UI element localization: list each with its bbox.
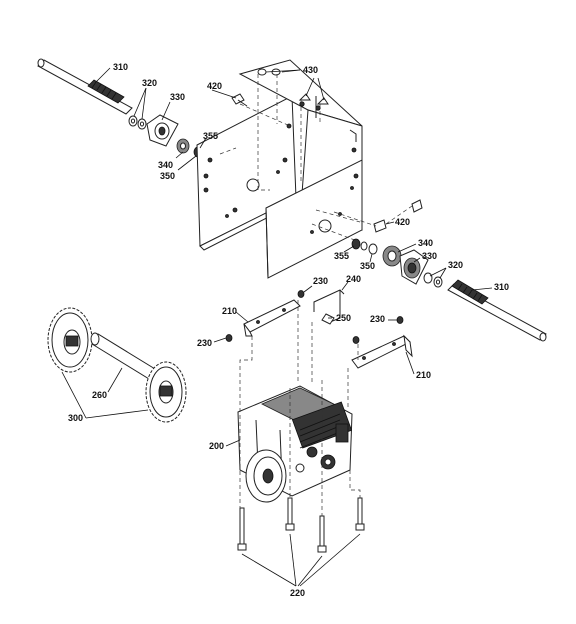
drive-gear-300-right: [145, 361, 187, 423]
callout-350-left: 350: [160, 171, 175, 181]
callout-420-left: 420: [207, 81, 222, 91]
callout-355-right: 355: [334, 251, 349, 261]
bearing-340-right: [382, 245, 402, 267]
axle-shaft-left: [37, 58, 133, 115]
callout-labels: 310 320 330 420 430 355 340 350 420 340 …: [68, 62, 509, 598]
callout-250: 250: [336, 313, 351, 323]
drive-gear-300-left: [47, 307, 93, 373]
leader-lines: [61, 67, 493, 587]
callout-230-top: 230: [313, 276, 328, 286]
callout-330-right: 330: [422, 251, 437, 261]
callout-310-right: 310: [494, 282, 509, 292]
callout-320-left: 320: [142, 78, 157, 88]
bolt-420-left: [231, 93, 248, 107]
washer-320-right: [423, 272, 443, 288]
callout-240: 240: [346, 274, 361, 284]
clip-250: [321, 313, 335, 325]
axle-260: [90, 332, 161, 383]
washer-320-left: [128, 115, 147, 130]
callout-310-left: 310: [113, 62, 128, 72]
callout-340-left: 340: [158, 160, 173, 170]
bearing-340-left: [176, 138, 190, 154]
callout-220: 220: [290, 588, 305, 598]
callout-260: 260: [92, 390, 107, 400]
callout-210-left: 210: [222, 306, 237, 316]
shift-rod-240: [313, 289, 345, 323]
alignment-lines-lower: [239, 300, 361, 516]
drive-pulley-200: [245, 449, 287, 503]
callout-340-right: 340: [418, 238, 433, 248]
washer-350-right: [368, 243, 378, 255]
callout-320-right: 320: [448, 260, 463, 270]
callout-230-right: 230: [370, 314, 385, 324]
callout-210-right: 210: [416, 370, 431, 380]
chassis-frame: [196, 59, 363, 279]
callout-330-left: 330: [170, 92, 185, 102]
hex-nut-355-right: [351, 238, 368, 251]
flange-bearing-330-right: [399, 249, 429, 285]
callout-355-left: 355: [203, 131, 218, 141]
bracket-210-left: [243, 299, 301, 337]
hex-bolts-220: [237, 497, 365, 553]
alignment-lines-upper: [219, 74, 413, 243]
flange-bearing-330-left: [146, 114, 179, 147]
bolt-420-right: [373, 199, 423, 233]
callout-230-left: 230: [197, 338, 212, 348]
callout-300: 300: [68, 413, 83, 423]
callout-420-right: 420: [395, 217, 410, 227]
callout-200: 200: [209, 441, 224, 451]
callout-430: 430: [303, 65, 318, 75]
axle-shaft-right: [447, 279, 547, 342]
bracket-210-right: [351, 334, 413, 369]
callout-350-right: 350: [360, 261, 375, 271]
